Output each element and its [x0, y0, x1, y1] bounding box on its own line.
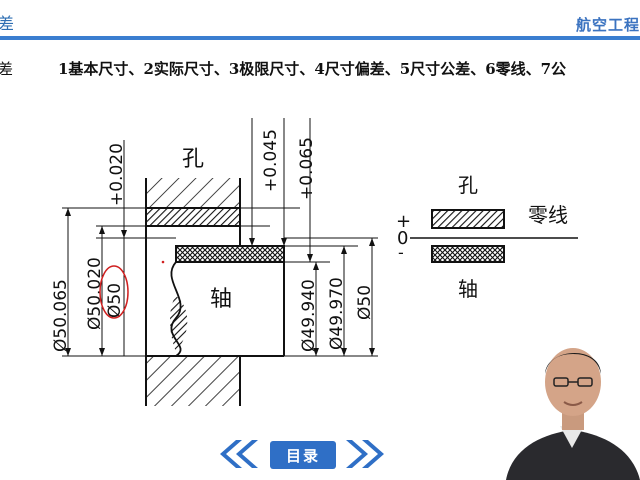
- red-dot-annotation: [161, 260, 165, 264]
- shaft-body: [170, 245, 285, 357]
- prev-button[interactable]: [214, 437, 264, 471]
- hole-label: 孔: [182, 147, 204, 172]
- table-of-contents-button[interactable]: 目录: [270, 441, 336, 469]
- zone-shaft-band: [431, 245, 505, 263]
- zone-hole-band: [431, 209, 505, 229]
- double-chevron-left-icon: [220, 440, 258, 468]
- next-button[interactable]: [340, 437, 390, 471]
- tolerance-zone-diagram: 孔 零线 + 0 - 轴: [396, 173, 578, 301]
- dim-circled: Ø50: [105, 283, 125, 318]
- zone-shaft-label: 轴: [458, 277, 478, 301]
- hole-upper-deviation: +0.020: [107, 143, 127, 206]
- hole-tolerance-band: [145, 207, 241, 227]
- dim-shaft-max: Ø49.970: [327, 277, 347, 350]
- plus-sign: +: [396, 211, 411, 232]
- presenter-video: [506, 348, 640, 480]
- topic-list: 1基本尺寸、2实际尺寸、3极限尺寸、4尺寸偏差、5尺寸公差、6零线、7公: [58, 60, 567, 78]
- zero-sign: 0: [397, 228, 408, 249]
- brand-label: 航空工程: [575, 16, 640, 34]
- slide-header-title: 差: [0, 14, 15, 33]
- shaft-label: 轴: [210, 287, 232, 312]
- zone-hole-label: 孔: [458, 173, 478, 197]
- dim-outer-mid: Ø50.020: [85, 257, 105, 330]
- shaft-deviation-1: +0.045: [261, 129, 281, 192]
- double-chevron-right-icon: [346, 440, 384, 468]
- zero-line-label: 零线: [528, 203, 568, 227]
- header-divider: [0, 36, 640, 40]
- shaft-deviation-2: +0.065: [297, 137, 317, 200]
- dimension-lines: [62, 118, 378, 357]
- minus-sign: -: [398, 243, 404, 262]
- hole-body-upper: [145, 178, 241, 208]
- dimension-arrows: [65, 208, 375, 356]
- red-circle-annotation: [99, 265, 129, 319]
- dim-basic: Ø50: [355, 285, 375, 320]
- topic-fragment: 差: [0, 60, 14, 78]
- dim-shaft-min: Ø49.940: [299, 279, 319, 352]
- dim-outer-max: Ø50.065: [51, 279, 71, 352]
